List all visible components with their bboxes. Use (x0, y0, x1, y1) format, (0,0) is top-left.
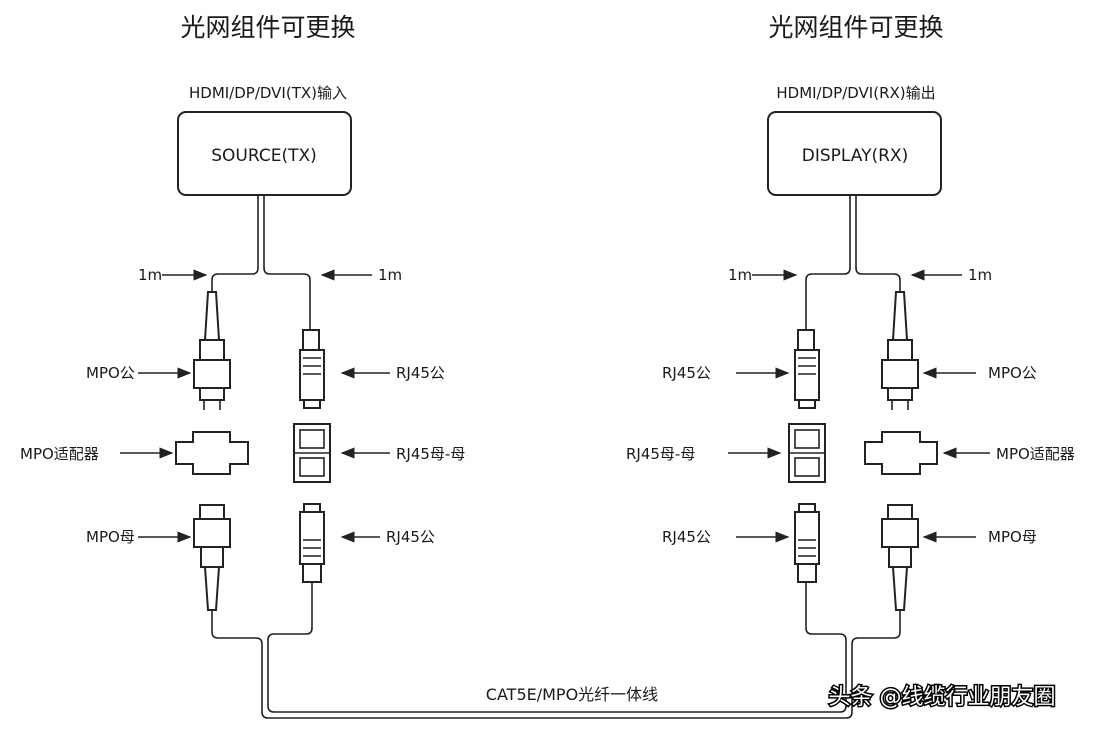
right-title: 光网组件可更换 (768, 13, 943, 42)
left-mpo-pigtail (211, 195, 259, 292)
right-rj45-male-top-connector (794, 329, 820, 409)
display-rx-box (767, 111, 942, 196)
cable-label: CAT5E/MPO光纤一体线 (486, 685, 658, 704)
right-mpo-adapter (864, 431, 938, 475)
right-len-right: 1m (968, 266, 992, 284)
display-rx-label: DISPLAY(RX) (802, 146, 908, 166)
source-tx-label: SOURCE(TX) (211, 146, 317, 166)
right-mpo-female-label: MPO母 (988, 528, 1037, 546)
left-title: 光网组件可更换 (180, 13, 355, 42)
left-rj45-coupler (293, 423, 331, 483)
left-rj45-pigtail (263, 195, 311, 330)
left-mpo-adapter-label: MPO适配器 (20, 445, 99, 463)
right-mpo-female-connector (881, 504, 919, 611)
right-rj45-male-bottom-label: RJ45公 (662, 528, 711, 546)
left-io-label: HDMI/DP/DVI(TX)输入 (189, 84, 347, 102)
left-mpo-male-connector (193, 291, 231, 410)
left-len-left: 1m (138, 266, 162, 284)
watermark: 头条 @线缆行业朋友圈 (829, 685, 1056, 710)
right-assembly: 光网组件可更换 HDMI/DP/DVI(RX)输出 DISPLAY(RX) 1m… (626, 13, 1075, 611)
left-rj45-male-bottom-label: RJ45公 (386, 528, 435, 546)
right-mpo-male-connector (881, 291, 919, 410)
integrated-cable (211, 582, 901, 719)
left-rj45-coupler-label: RJ45母-母 (396, 445, 465, 463)
right-rj45-male-top-label: RJ45公 (662, 364, 711, 382)
left-rj45-male-top-label: RJ45公 (396, 364, 445, 382)
left-assembly: 光网组件可更换 HDMI/DP/DVI(TX)输入 SOURCE(TX) 1m … (20, 13, 465, 611)
right-mpo-male-label: MPO公 (988, 364, 1037, 382)
right-len-left: 1m (728, 266, 752, 284)
left-rj45-male-top-connector (299, 329, 325, 409)
left-mpo-adapter (175, 431, 249, 475)
left-mpo-male-label: MPO公 (86, 364, 135, 382)
right-rj45-coupler-label: RJ45母-母 (626, 445, 695, 463)
left-rj45-male-bottom-connector (299, 503, 325, 583)
left-len-right: 1m (378, 266, 402, 284)
right-mpo-adapter-label: MPO适配器 (996, 445, 1075, 463)
right-io-label: HDMI/DP/DVI(RX)输出 (776, 84, 935, 102)
right-rj45-coupler (788, 423, 826, 483)
right-mpo-pigtail (855, 195, 901, 292)
right-rj45-male-bottom-connector (794, 503, 820, 583)
left-mpo-female-label: MPO母 (86, 528, 135, 546)
right-rj45-pigtail (805, 195, 851, 330)
left-mpo-female-connector (193, 504, 231, 611)
